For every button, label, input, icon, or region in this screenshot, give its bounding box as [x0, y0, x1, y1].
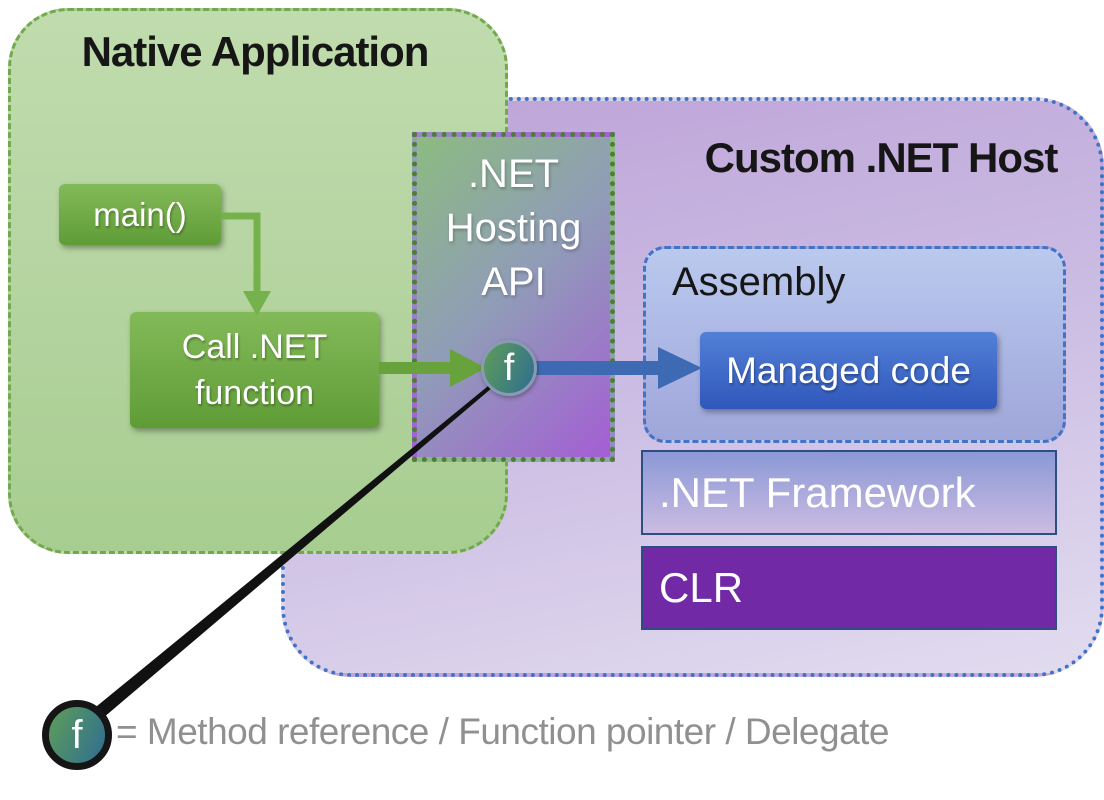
legend-text: = Method reference / Function pointer / … — [116, 711, 890, 752]
call-net-function-line1: Call .NET — [181, 328, 328, 366]
custom-net-host-title: Custom .NET Host — [704, 134, 1059, 181]
native-application-title: Native Application — [81, 28, 430, 75]
managed-code-label: Managed code — [726, 349, 971, 391]
clr-box: CLR — [641, 546, 1057, 630]
call-net-function-line2: function — [194, 374, 315, 412]
function-pointer-node-label: f — [503, 346, 515, 389]
managed-code-box: Managed code — [700, 332, 997, 409]
legend-f-symbol: f — [71, 712, 83, 757]
call-net-function-box: Call .NET function — [130, 312, 379, 428]
net-framework-label: .NET Framework — [659, 468, 976, 516]
assembly-label: Assembly — [672, 260, 846, 304]
net-hosting-api-line3: API — [481, 260, 546, 304]
clr-label: CLR — [659, 564, 744, 611]
main-function-label: main() — [93, 195, 187, 233]
legend-f-icon: f — [42, 700, 112, 770]
net-framework-box: .NET Framework — [641, 450, 1057, 535]
function-pointer-node: f — [481, 340, 537, 396]
net-hosting-api-label: .NET Hosting API — [412, 147, 615, 309]
main-function-box: main() — [59, 184, 221, 245]
net-hosting-api-line1: .NET — [467, 152, 560, 196]
net-hosting-api-box — [412, 132, 615, 462]
net-hosting-api-line2: Hosting — [445, 206, 582, 250]
